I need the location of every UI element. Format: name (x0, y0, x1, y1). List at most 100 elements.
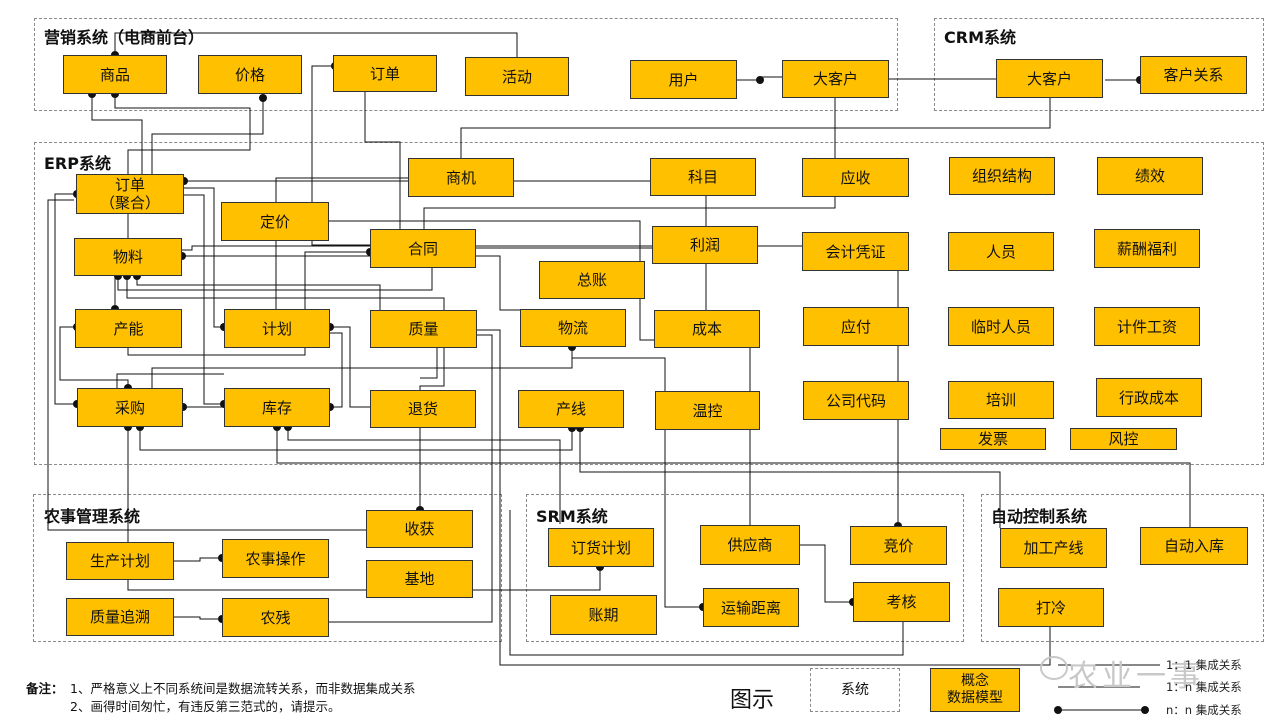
auto-control-system-title: 自动控制系统 (991, 507, 1088, 526)
entity-temp-staff[interactable]: 临时人员 (948, 307, 1054, 346)
endpoint-dot (259, 94, 267, 102)
legend-model: 概念 数据模型 (930, 668, 1020, 712)
entity-profit[interactable]: 利润 (652, 226, 758, 264)
entity-material[interactable]: 物料 (74, 238, 182, 276)
entity-contract[interactable]: 合同 (370, 229, 476, 268)
entity-line[interactable]: 产线 (518, 390, 624, 428)
entity-cooling[interactable]: 打冷 (998, 588, 1104, 627)
entity-performance[interactable]: 绩效 (1097, 157, 1203, 195)
entity-temp-control[interactable]: 温控 (655, 391, 760, 430)
entity-transport-distance[interactable]: 运输距离 (703, 588, 799, 627)
rel-material-quality (136, 276, 381, 312)
entity-payable[interactable]: 应付 (803, 307, 909, 346)
entity-bidding[interactable]: 竞价 (850, 526, 947, 565)
rel-inventory-plan2 (330, 332, 343, 408)
entity-pricing[interactable]: 定价 (221, 202, 329, 241)
entity-harvest[interactable]: 收获 (366, 510, 473, 548)
rel-quality-residue (222, 334, 493, 623)
entity-price[interactable]: 价格 (198, 55, 302, 94)
rel-bigcustomer-contract (423, 98, 836, 229)
entity-user[interactable]: 用户 (630, 60, 737, 99)
rel-erporder-harvest (47, 199, 366, 531)
entity-salary[interactable]: 薪酬福利 (1094, 229, 1200, 268)
entity-base[interactable]: 基地 (366, 560, 473, 598)
entity-auto-storage[interactable]: 自动入库 (1140, 527, 1248, 565)
entity-logistics[interactable]: 物流 (520, 309, 626, 347)
rel-inventory-storage (276, 427, 1191, 527)
entity-subject[interactable]: 科目 (650, 158, 756, 196)
rel-logistics-transport (571, 347, 703, 608)
rel-prodplan-farmop (174, 557, 222, 562)
rel-plan-purchase (116, 373, 224, 388)
entity-supplier[interactable]: 供应商 (700, 525, 800, 565)
entity-receivable[interactable]: 应收 (802, 158, 909, 197)
legend-dot (1054, 706, 1062, 714)
notes-label: 备注： (26, 681, 64, 696)
entity-customer-relation[interactable]: 客户关系 (1140, 56, 1247, 94)
legend-dot (1141, 706, 1149, 714)
entity-admin-cost[interactable]: 行政成本 (1096, 378, 1202, 417)
entity-risk[interactable]: 风控 (1070, 428, 1177, 450)
endpoint-dot (756, 76, 764, 84)
rel-assessment-trace (509, 510, 904, 656)
entity-order-plan[interactable]: 订货计划 (548, 528, 654, 567)
rel-capacity-plan (127, 348, 306, 356)
legend-system: 系统 (810, 668, 900, 712)
rel-order-contract (311, 65, 370, 246)
entity-quality[interactable]: 质量 (370, 310, 477, 348)
entity-cost[interactable]: 成本 (654, 310, 760, 348)
entity-activity[interactable]: 活动 (465, 57, 569, 96)
legend-rel-nn: n：n 集成关系 (1166, 703, 1242, 717)
entity-residue[interactable]: 农残 (222, 598, 329, 637)
rel-price-erp-order (151, 98, 264, 176)
entity-goods[interactable]: 商品 (63, 55, 167, 94)
entity-invoice[interactable]: 发票 (940, 428, 1046, 450)
entity-personnel[interactable]: 人员 (948, 232, 1054, 271)
srm-system (526, 494, 964, 642)
rel-line-inventory (139, 427, 573, 451)
entity-inventory[interactable]: 库存 (224, 388, 330, 427)
rel-erporder-inventory (184, 194, 224, 405)
entity-marketing-order[interactable]: 订单 (333, 55, 437, 92)
legend-rel-11: 1：1 集成关系 (1166, 658, 1242, 672)
entity-crm-big-customer[interactable]: 大客户 (996, 59, 1103, 98)
entity-trace[interactable]: 质量追溯 (66, 598, 174, 636)
rel-goods-erp-order (91, 94, 143, 176)
rel-erporder-plan (184, 187, 224, 328)
rel-purchase-cost (127, 427, 601, 591)
entity-big-customer[interactable]: 大客户 (782, 60, 889, 98)
entity-prod-plan[interactable]: 生产计划 (66, 542, 174, 580)
entity-account-period[interactable]: 账期 (550, 595, 657, 635)
crm-system-title: CRM系统 (944, 28, 1016, 47)
entity-ledger[interactable]: 总账 (539, 261, 645, 299)
rel-crm-opportunity (460, 98, 1051, 158)
entity-farm-op[interactable]: 农事操作 (222, 539, 329, 578)
rel-marketing-order-contract2 (364, 92, 401, 229)
entity-org-structure[interactable]: 组织结构 (949, 157, 1055, 195)
legend-rel-1n: 1：n 集成关系 (1166, 680, 1242, 694)
entity-processing-line[interactable]: 加工产线 (1000, 528, 1107, 568)
rel-opportunity-pricing (275, 177, 408, 202)
entity-assessment[interactable]: 考核 (853, 582, 950, 622)
entity-training[interactable]: 培训 (948, 381, 1054, 419)
rel-goods-activity (114, 32, 518, 57)
notes-line-2: 2、画得时间匆忙，有违反第三范式的，请提示。 (70, 699, 341, 714)
erp-system-title: ERP系统 (44, 154, 111, 173)
farm-system (33, 494, 502, 642)
entity-piece-wage[interactable]: 计件工资 (1094, 307, 1200, 346)
entity-returns[interactable]: 退货 (370, 390, 476, 428)
entity-erp-order[interactable]: 订单 （聚合） (76, 174, 184, 214)
entity-company-code[interactable]: 公司代码 (803, 381, 909, 420)
marketing-system (34, 18, 898, 111)
crm-system (934, 18, 1264, 111)
entity-voucher[interactable]: 会计凭证 (802, 232, 909, 271)
srm-system-title: SRM系统 (536, 507, 608, 526)
rel-material-contract (117, 268, 433, 291)
entity-opportunity[interactable]: 商机 (408, 158, 514, 197)
entity-capacity[interactable]: 产能 (75, 309, 182, 348)
auto-control-system (981, 494, 1264, 642)
watermark: 农业一事 (1068, 659, 1204, 694)
rel-logistics-purchase (151, 347, 573, 388)
entity-plan[interactable]: 计划 (224, 309, 330, 348)
entity-purchase[interactable]: 采购 (77, 388, 183, 427)
